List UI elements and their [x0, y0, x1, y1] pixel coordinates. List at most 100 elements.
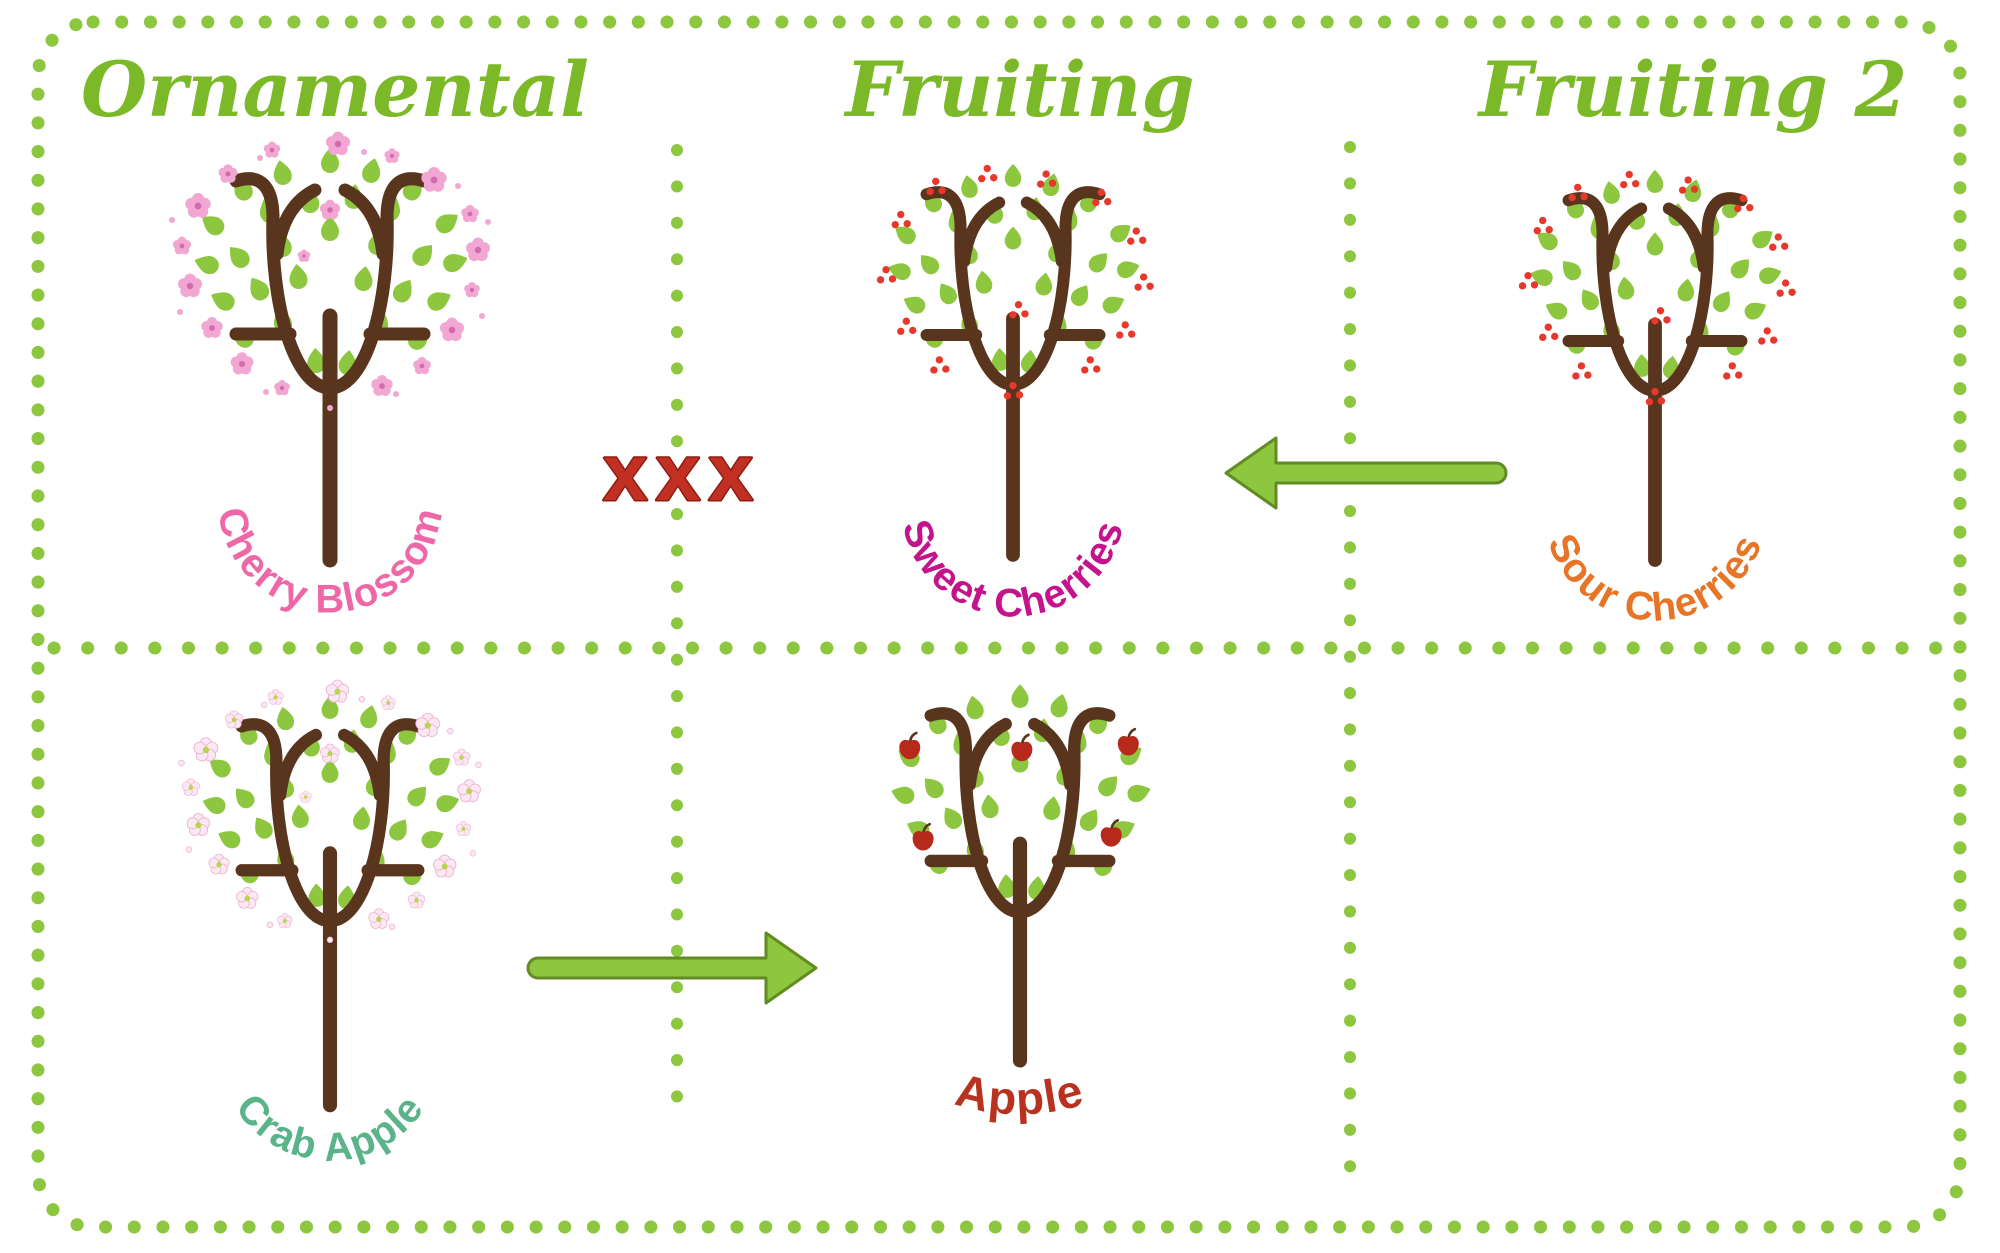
leaf-icon: [353, 806, 370, 830]
leaf-icon: [924, 778, 944, 799]
grid-dividers: [47, 141, 1953, 1198]
leaf-icon: [1617, 276, 1635, 300]
header-fruiting-2: Fruiting 2: [1477, 45, 1908, 134]
crab-apple-blossom-icon: [186, 813, 211, 837]
column-headers: Ornamental Fruiting Fruiting 2: [81, 45, 1907, 134]
leaf-icon: [1581, 289, 1599, 311]
crab-apple-blossom-icon: [181, 778, 200, 796]
crab-apple-blossom-icon: [368, 908, 390, 929]
incompatible-cross-marker: x x x: [603, 428, 753, 517]
crab-apple-blossom-icon: [415, 712, 441, 737]
blossom-dot-icon: [485, 219, 491, 225]
leaf-icon: [308, 883, 326, 907]
cherry-blossom-icon: [461, 204, 479, 223]
cherry-fruit-icon: [1116, 321, 1136, 339]
leaf-icon: [1043, 796, 1061, 821]
tree-sour-cherries: Sour Cherries: [1518, 169, 1796, 630]
leaf-icon: [981, 794, 999, 819]
cherry-blossom-icon: [177, 273, 203, 298]
leaf-icon: [1117, 261, 1140, 279]
cherry-blossom-icon: [185, 193, 211, 218]
cherry-blossom-icon: [319, 199, 341, 220]
arrow-sour-to-sweet: [1224, 436, 1508, 510]
leaf-icon: [194, 256, 219, 275]
leaf-icon: [427, 292, 451, 311]
leaf-icon: [920, 255, 940, 275]
leaf-icon: [903, 296, 926, 314]
cherry-fruit-icon: [1134, 273, 1154, 291]
crab-apple-blossom-icon: [277, 913, 293, 929]
apple-fruit-icon: [1100, 819, 1122, 847]
tree-decorations: [876, 164, 1154, 400]
leaf-icon: [435, 214, 458, 234]
blossom-dot-icon: [178, 759, 185, 767]
leaf-icon: [421, 831, 444, 849]
crab-apple-blossom-icon: [267, 689, 284, 705]
leaf-icon: [1050, 694, 1068, 718]
tree-branches: [924, 707, 1116, 919]
cherry-fruit-icon: [930, 356, 950, 374]
tree-graphic: [891, 684, 1151, 1068]
blossom-dot-icon: [358, 696, 366, 703]
apple-fruit-icon: [1117, 727, 1139, 756]
cherry-blossom-icon: [297, 249, 311, 262]
tree-branches: [229, 172, 431, 395]
crab-apple-blossom-icon: [299, 790, 312, 803]
crab-apple-blossom-icon: [455, 821, 472, 837]
tree-graphic: [169, 131, 491, 568]
cherry-fruit-icon: [1723, 362, 1743, 380]
cherry-fruit-icon: [1734, 194, 1754, 213]
leaf-icon: [1088, 253, 1107, 273]
cherry-fruit-icon: [1539, 323, 1559, 342]
cherry-fruit-icon: [1533, 216, 1553, 235]
leaf-icon: [1537, 232, 1558, 251]
cherry-fruit-icon: [1758, 327, 1778, 345]
leaf-icon: [250, 277, 270, 301]
leaf-icon: [1011, 684, 1029, 708]
leaf-icon: [1730, 259, 1749, 279]
leaf-icon: [392, 279, 412, 303]
leaf-icon: [321, 216, 339, 241]
cherry-fruit-icon: [1645, 387, 1666, 406]
leaf-icon: [436, 795, 460, 813]
leaf-icon: [1562, 261, 1582, 281]
crab-apple-blossom-icon: [236, 887, 259, 909]
cherry-fruit-icon: [978, 164, 998, 183]
blossom-dot-icon: [388, 923, 396, 930]
cherry-fruit-icon: [891, 210, 911, 229]
cherry-blossom-icon: [230, 352, 254, 375]
blossom-dot-icon: [185, 846, 193, 853]
leaf-icon: [895, 226, 916, 245]
cherry-fruit-icon: [1678, 176, 1699, 194]
breeding-arrows: [526, 436, 1508, 1005]
blossom-dot-icon: [326, 936, 334, 944]
leaf-icon: [1530, 269, 1553, 286]
crab-apple-blossom-icon: [380, 695, 396, 710]
leaf-icon: [1079, 809, 1098, 831]
leaf-icon: [407, 786, 426, 807]
leaf-icon: [1110, 224, 1131, 243]
cherry-fruit-icon: [1572, 362, 1592, 380]
leaf-icon: [1004, 226, 1022, 250]
arrow-crab-to-apple: [526, 931, 818, 1005]
leaf-icon: [1677, 278, 1695, 302]
leaf-icon: [277, 706, 295, 731]
leaf-icon: [229, 247, 250, 269]
blossom-dot-icon: [263, 389, 269, 395]
tree-graphic: [1518, 169, 1796, 567]
tree-cherry-blossom: Cherry Blossom: [169, 131, 491, 622]
cherry-fruit-icon: [1092, 188, 1112, 207]
leaf-icon: [966, 695, 984, 720]
cherry-fruit-icon: [876, 266, 897, 284]
leaf-icon: [412, 245, 433, 267]
leaf-icon: [289, 264, 308, 289]
leaf-icon: [1646, 169, 1664, 193]
blossom-dot-icon: [177, 309, 183, 315]
crab-apple-blossom-icon: [320, 743, 340, 763]
cherry-fruit-icon: [1081, 356, 1101, 374]
cherry-blossom-icon: [384, 148, 400, 164]
blossom-dot-icon: [261, 701, 268, 709]
leaf-icon: [939, 283, 957, 305]
leaf-icon: [888, 263, 911, 280]
cherry-blossom-icon: [421, 167, 447, 192]
